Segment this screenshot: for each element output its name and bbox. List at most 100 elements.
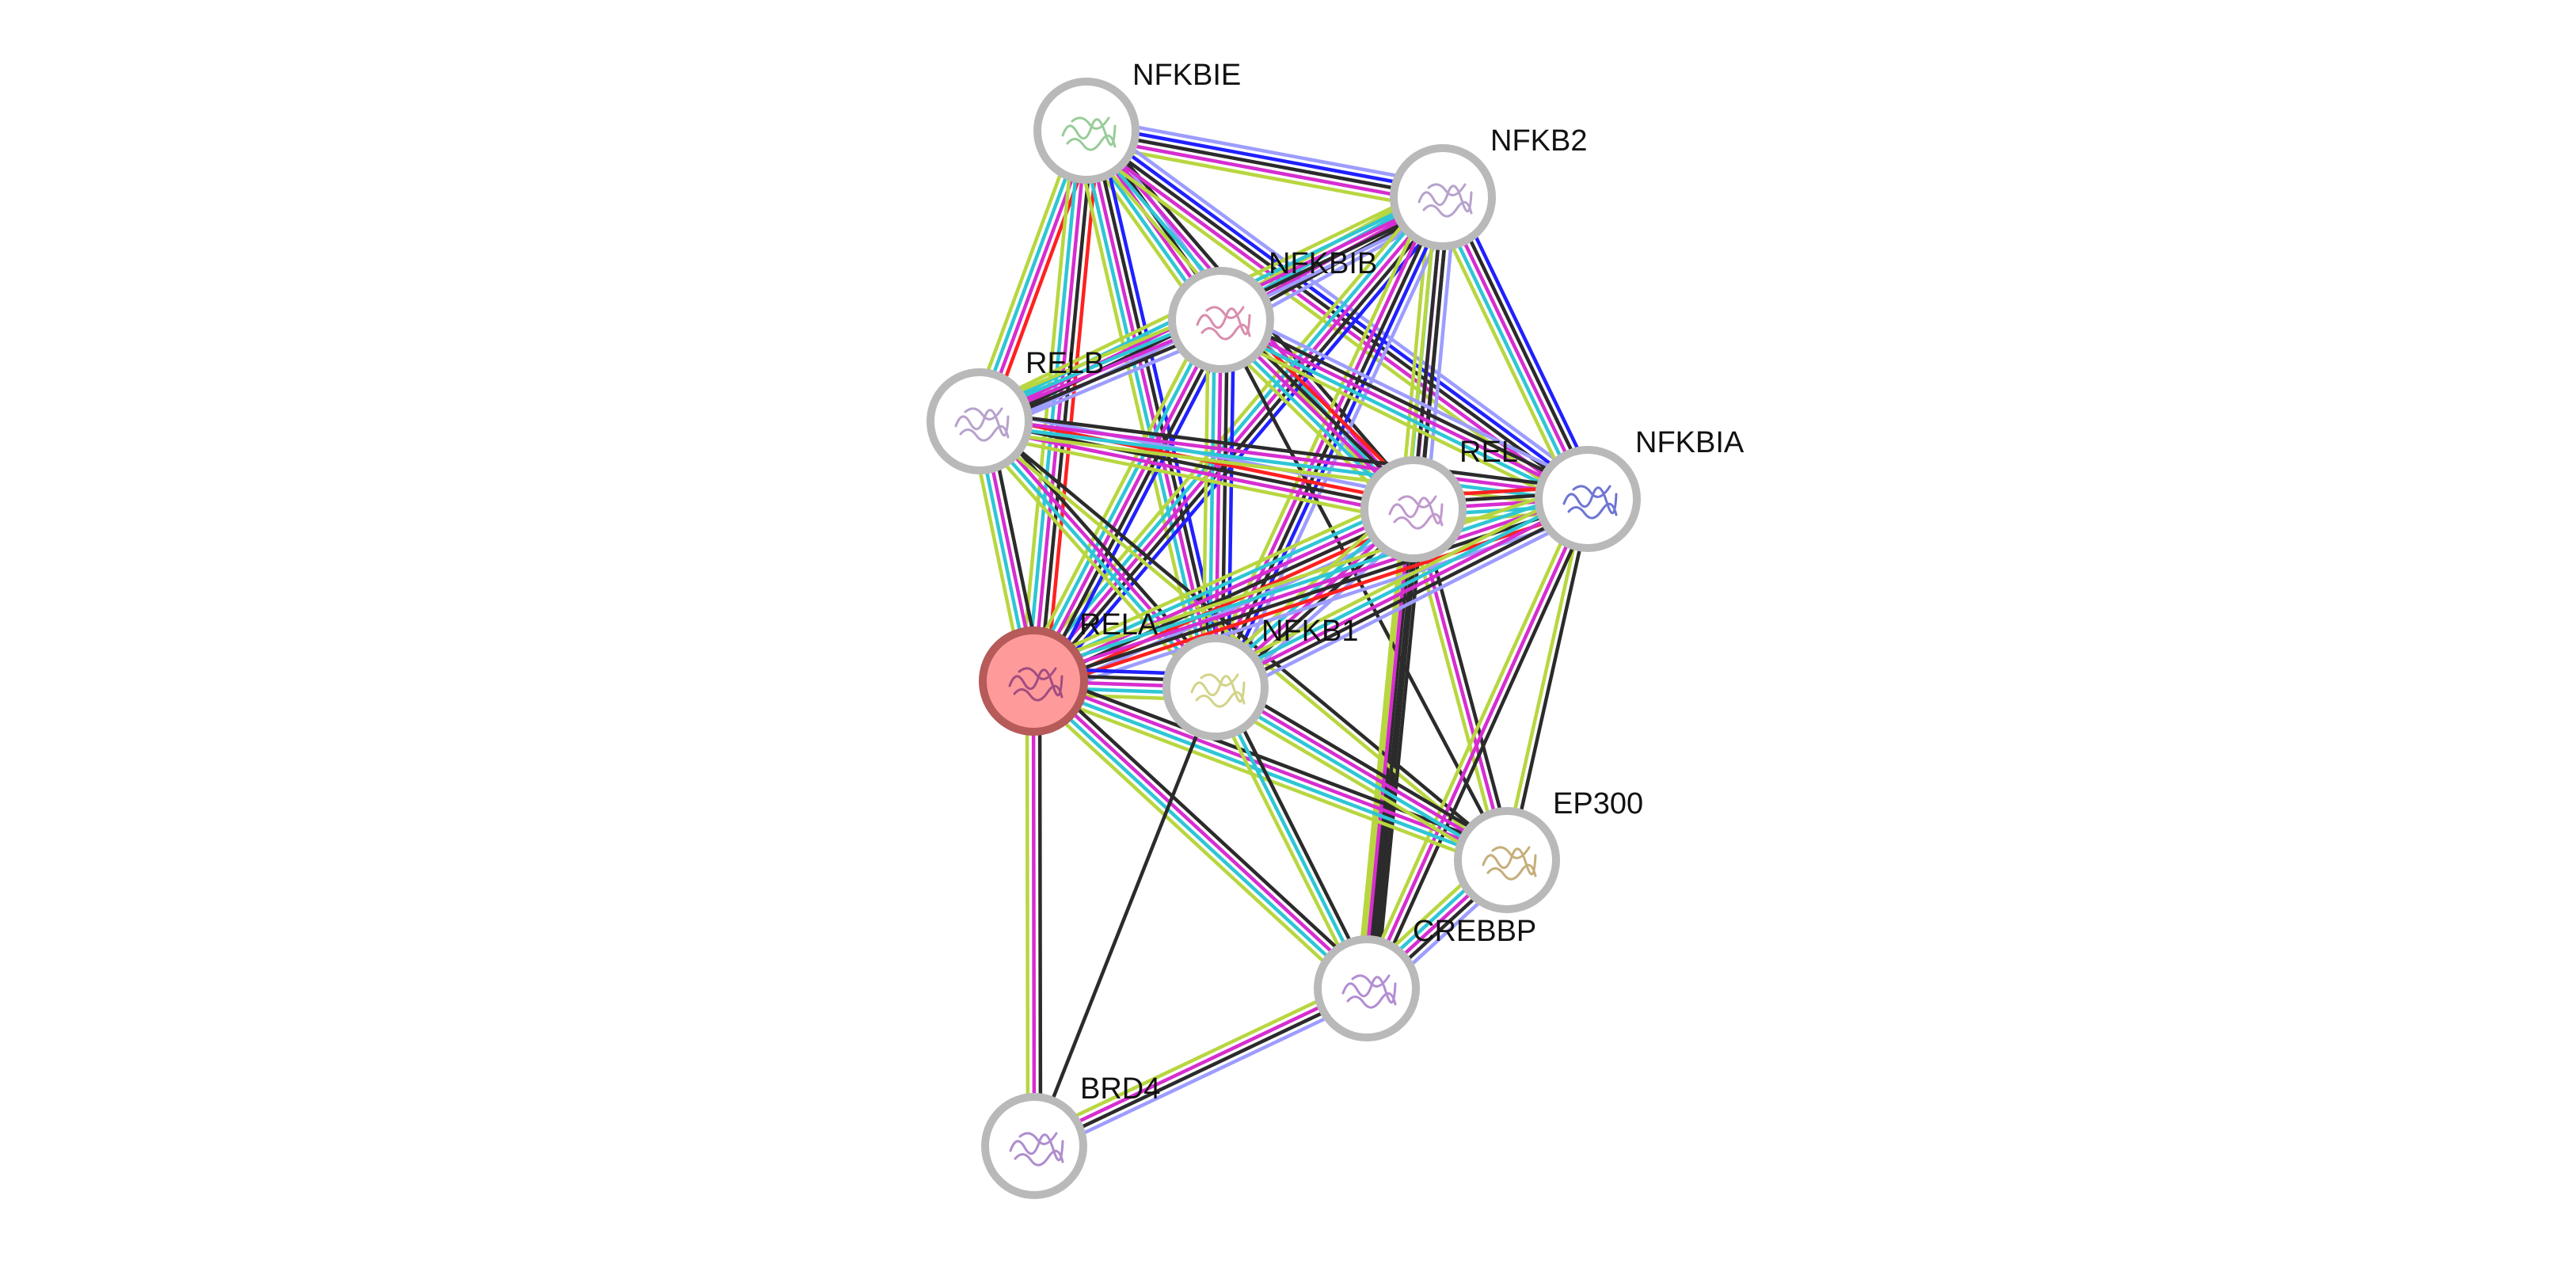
evidence-line-textmining	[1359, 494, 1584, 988]
evidence-line-textmining	[1028, 687, 1506, 871]
edge-nfkbia-crebbp[interactable]	[1359, 494, 1596, 993]
evidence-line-textmining	[970, 425, 1211, 696]
edge-rela-crebbp[interactable]	[1025, 672, 1376, 998]
node-circle[interactable]	[1360, 456, 1467, 562]
protein-structure-icon	[1388, 495, 1444, 530]
edge-nfkb1-ep300[interactable]	[1208, 677, 1514, 870]
evidence-line-known-experimental	[1031, 195, 1445, 683]
evidence-line-known-experimental	[1213, 497, 1590, 690]
node-label-brd4: BRD4	[1080, 1072, 1160, 1106]
node-rel[interactable]: REL	[1360, 436, 1518, 562]
node-crebbp[interactable]: CREBBP	[1314, 915, 1536, 1041]
edge-rela-brd4[interactable]	[1025, 679, 1043, 1148]
node-brd4[interactable]: BRD4	[981, 1072, 1160, 1199]
evidence-line-coexpression	[1037, 672, 1376, 984]
evidence-line-coexpression	[1371, 196, 1452, 992]
node-label-nfkb1: NFKB1	[1261, 615, 1358, 648]
evidence-line-coexpression	[977, 419, 1416, 512]
evidence-line-textmining	[1020, 312, 1212, 677]
evidence-line-textmining	[1202, 190, 1433, 684]
node-circle[interactable]	[1168, 267, 1274, 373]
evidence-line-known-experimental	[1440, 195, 1590, 501]
protein-structure-icon	[1009, 1132, 1064, 1167]
edge-nfkb1-crebbp[interactable]	[1208, 683, 1375, 993]
evidence-line-known-experimental	[976, 425, 1414, 518]
evidence-line-coexpression	[1033, 989, 1370, 1151]
node-circle[interactable]	[1033, 78, 1140, 184]
node-circle[interactable]	[1162, 634, 1269, 741]
edge-nfkb2-nfkbia[interactable]	[1429, 189, 1601, 507]
evidence-line-known-curated	[977, 422, 1589, 504]
node-circle[interactable]	[1535, 446, 1641, 552]
evidence-line-coexpression	[1034, 670, 1512, 854]
evidence-line-homology	[1224, 306, 1596, 489]
evidence-line-coexpression	[1084, 128, 1445, 200]
evidence-line-known-experimental	[1215, 683, 1511, 859]
node-nfkbie[interactable]: NFKBIE	[1033, 59, 1241, 184]
evidence-line-textmining	[1025, 686, 1363, 998]
node-relb[interactable]: RELB	[927, 347, 1104, 474]
evidence-line-known-curated	[1435, 198, 1585, 504]
edge-relb-nfkbia[interactable]	[976, 409, 1591, 511]
evidence-line-predicted-cooccurrence	[1452, 189, 1601, 496]
evidence-line-predicted-cooccurrence	[1086, 122, 1446, 193]
protein-structure-icon	[1417, 183, 1473, 218]
node-label-relb: RELB	[1025, 347, 1104, 380]
evidence-line-textmining	[1018, 128, 1076, 682]
node-label-rela: RELA	[1079, 608, 1159, 642]
node-label-nfkbib: NFKBIB	[1269, 247, 1377, 280]
evidence-line-coexpression	[1037, 321, 1229, 686]
evidence-line-known-curated	[1213, 685, 1369, 991]
evidence-line-coexpression	[1216, 502, 1592, 695]
edge-nfkb1-brd4[interactable]	[1032, 685, 1218, 1148]
evidence-line-known-experimental	[1033, 676, 1371, 988]
node-circle[interactable]	[1390, 144, 1496, 250]
node-rela[interactable]: RELA	[979, 608, 1159, 736]
evidence-line-known-curated	[1216, 323, 1587, 507]
evidence-line-known-experimental	[978, 416, 1590, 498]
evidence-line-coexpression	[980, 417, 1511, 860]
node-circle[interactable]	[981, 1093, 1087, 1199]
evidence-line-homology	[1086, 116, 1448, 187]
evidence-line-textmining	[1358, 194, 1439, 990]
edge-nfkbia-ep300[interactable]	[1501, 496, 1593, 863]
evidence-line-coexpression	[1037, 679, 1043, 1148]
query-node-circle[interactable]	[979, 626, 1088, 736]
node-ep300[interactable]: EP300	[1454, 787, 1643, 913]
node-label-crebbp: CREBBP	[1413, 915, 1536, 948]
evidence-line-known-curated	[1212, 688, 1508, 865]
node-circle[interactable]	[1314, 935, 1420, 1041]
edge-crebbp-brd4[interactable]	[1028, 977, 1373, 1157]
edge-nfkbia-nfkb1[interactable]	[1208, 485, 1596, 701]
evidence-line-coexpression	[1219, 683, 1375, 988]
node-nfkb2[interactable]: NFKB2	[1390, 124, 1587, 250]
node-label-nfkb2: NFKB2	[1490, 124, 1587, 158]
evidence-line-textmining	[1200, 318, 1211, 690]
edge-rela-ep300[interactable]	[1028, 670, 1512, 871]
protein-structure-icon	[1061, 116, 1117, 151]
evidence-line-homology	[1219, 508, 1596, 701]
protein-structure-icon	[1482, 846, 1537, 881]
evidence-line-coexpression	[979, 409, 1591, 492]
node-circle[interactable]	[927, 368, 1033, 474]
node-nfkbib[interactable]: NFKBIB	[1168, 247, 1377, 373]
evidence-line-coexpression	[1508, 497, 1593, 863]
node-circle[interactable]	[1454, 807, 1560, 913]
evidence-line-known-curated	[1029, 488, 1587, 674]
node-nfkb1[interactable]: NFKB1	[1162, 615, 1358, 741]
node-label-rel: REL	[1459, 436, 1518, 469]
evidence-line-coexpression	[1374, 508, 1425, 992]
evidence-line-textmining	[976, 428, 1589, 511]
evidence-line-known-experimental	[1219, 318, 1590, 501]
evidence-line-known-experimental	[1361, 507, 1413, 990]
protein-structure-icon	[1008, 667, 1064, 702]
edge-nfkbib-rela[interactable]	[1020, 312, 1235, 689]
evidence-line-coexpression	[1036, 199, 1450, 687]
evidence-line-predicted-fusion	[1044, 130, 1102, 684]
evidence-line-textmining	[1501, 496, 1587, 862]
edge-nfkbie-nfkb2[interactable]	[1082, 116, 1448, 211]
node-nfkbia[interactable]: NFKBIA	[1535, 426, 1745, 552]
edge-nfkbia-rela[interactable]	[1026, 482, 1595, 699]
evidence-line-known-experimental	[1030, 493, 1589, 680]
